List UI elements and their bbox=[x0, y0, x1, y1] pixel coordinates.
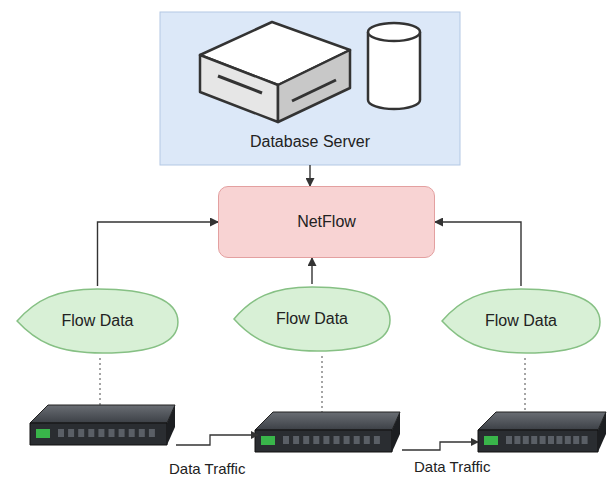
node-text: NetFlow bbox=[297, 213, 356, 231]
node-text: Flow Data bbox=[61, 312, 133, 330]
network-switch bbox=[478, 412, 606, 452]
connector-arrow bbox=[435, 222, 521, 286]
server-icon bbox=[200, 22, 350, 122]
traffic-arrow bbox=[176, 435, 478, 450]
connector-arrow bbox=[311, 258, 312, 284]
server-node: Database Server bbox=[160, 12, 460, 165]
database-icon bbox=[368, 23, 420, 109]
network-switch bbox=[255, 412, 400, 452]
data-shape: Flow Data bbox=[15, 286, 180, 356]
network-switch bbox=[30, 405, 175, 445]
data-shape: Flow Data bbox=[232, 284, 392, 354]
node-text: Flow Data bbox=[485, 312, 557, 330]
node-text: Flow Data bbox=[276, 310, 348, 328]
data-shape: Flow Data bbox=[440, 286, 602, 356]
traffic-label: Data Traffic bbox=[412, 458, 492, 475]
connector-arrow bbox=[98, 222, 219, 286]
server-panel bbox=[160, 12, 460, 165]
traffic-label: Data Traffic bbox=[167, 460, 247, 477]
node-text: Database Server bbox=[250, 133, 370, 151]
dotted-link bbox=[100, 356, 525, 412]
process-box: NetFlow bbox=[218, 186, 435, 258]
connector-arrow bbox=[309, 165, 310, 186]
